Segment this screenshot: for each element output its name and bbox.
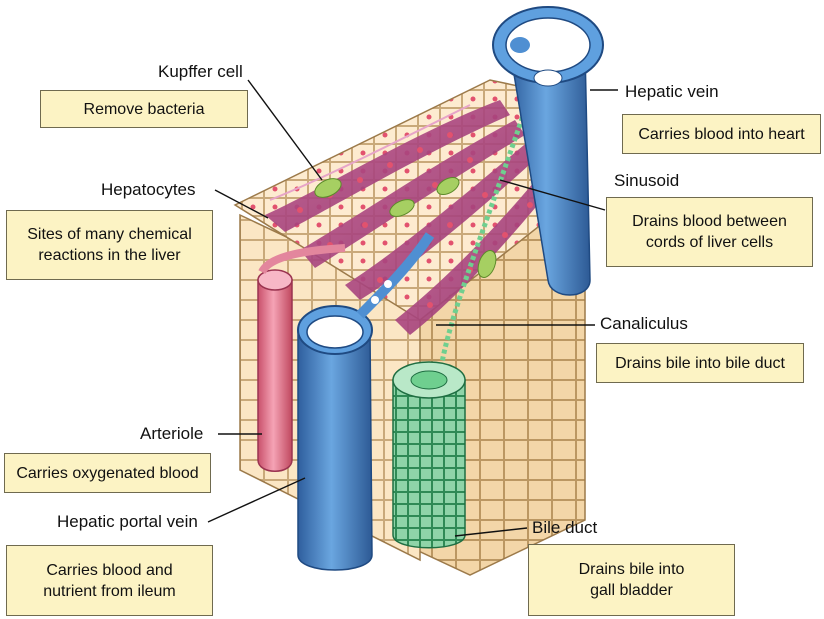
desc-canaliculus: Drains bile into bile duct bbox=[596, 343, 804, 383]
desc-hepatic-portal-vein: Carries blood and nutrient from ileum bbox=[6, 545, 213, 616]
desc-bile-duct-line2: gall bladder bbox=[590, 580, 673, 601]
desc-portal-line1: Carries blood and bbox=[46, 560, 172, 581]
desc-bile-duct-line1: Drains bile into bbox=[579, 559, 685, 580]
desc-arteriole-text: Carries oxygenated blood bbox=[16, 463, 198, 484]
label-canaliculus: Canaliculus bbox=[600, 314, 688, 334]
desc-canaliculus-text: Drains bile into bile duct bbox=[615, 353, 785, 374]
label-hepatic-vein: Hepatic vein bbox=[625, 82, 719, 102]
desc-kupffer-text: Remove bacteria bbox=[84, 99, 205, 120]
bile-duct-shape bbox=[393, 362, 465, 548]
label-kupffer-cell: Kupffer cell bbox=[158, 62, 243, 82]
desc-sinusoid-line1: Drains blood between bbox=[632, 211, 787, 232]
desc-hepatocytes-line1: Sites of many chemical bbox=[27, 224, 192, 245]
desc-sinusoid: Drains blood between cords of liver cell… bbox=[606, 197, 813, 267]
label-hepatocytes: Hepatocytes bbox=[101, 180, 196, 200]
desc-bile-duct: Drains bile into gall bladder bbox=[528, 544, 735, 616]
desc-portal-line2: nutrient from ileum bbox=[43, 581, 176, 602]
desc-arteriole: Carries oxygenated blood bbox=[4, 453, 211, 493]
desc-kupffer-cell: Remove bacteria bbox=[40, 90, 248, 128]
desc-hepatocytes: Sites of many chemical reactions in the … bbox=[6, 210, 213, 280]
desc-hepatic-vein: Carries blood into heart bbox=[622, 114, 821, 154]
desc-hepatocytes-line2: reactions in the liver bbox=[38, 245, 180, 266]
label-arteriole: Arteriole bbox=[140, 424, 203, 444]
label-sinusoid: Sinusoid bbox=[614, 171, 679, 191]
desc-hepatic-vein-text: Carries blood into heart bbox=[638, 124, 804, 145]
label-bile-duct: Bile duct bbox=[532, 518, 597, 538]
desc-sinusoid-line2: cords of liver cells bbox=[646, 232, 773, 253]
label-hepatic-portal-vein: Hepatic portal vein bbox=[57, 512, 198, 532]
